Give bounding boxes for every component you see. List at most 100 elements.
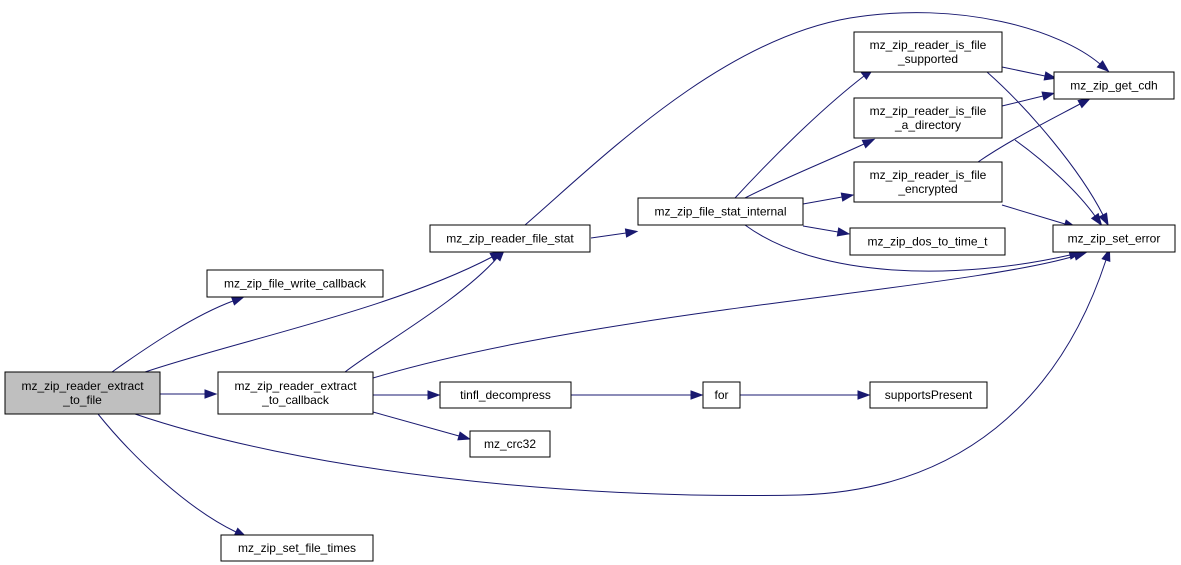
edge-line (977, 103, 1081, 163)
arrow-head (1073, 251, 1087, 261)
edge-extract_cb-to-reader_stat (344, 248, 506, 373)
node-label: mz_zip_reader_is_file (870, 104, 987, 118)
node-label: _supported (897, 52, 958, 66)
node-label: mz_crc32 (484, 437, 536, 451)
arrow-head (230, 296, 245, 306)
edge-line (372, 255, 1076, 379)
edge-extract_cb-to-tinfl (373, 390, 441, 400)
edge-line (97, 413, 237, 533)
arrow-head (457, 431, 472, 441)
node-box[interactable] (220, 534, 374, 562)
node-extract-cb[interactable]: mz_zip_reader_extract_to_callback (217, 371, 374, 415)
node-box[interactable] (217, 371, 374, 415)
node-label: mz_zip_reader_is_file (870, 168, 987, 182)
edge-layer (97, 12, 1111, 538)
node-dos-time[interactable]: mz_zip_dos_to_time_t (849, 227, 1006, 256)
node-box[interactable] (702, 381, 741, 409)
node-box[interactable] (429, 224, 591, 253)
node-label: for (714, 388, 728, 402)
edge-root-to-set_times (97, 413, 248, 538)
edge-line (734, 75, 865, 199)
edge-line (344, 257, 498, 373)
node-box[interactable] (637, 197, 804, 226)
node-label: _to_file (62, 393, 102, 407)
edge-reader_stat-to-get_cdh (524, 12, 1110, 226)
node-reader-stat[interactable]: mz_zip_reader_file_stat (429, 224, 591, 253)
edge-line (744, 143, 865, 199)
node-for[interactable]: for (702, 381, 741, 409)
node-label: mz_zip_file_write_callback (224, 277, 367, 291)
edge-for-to-supports (740, 390, 871, 400)
node-box[interactable] (469, 430, 551, 458)
edge-is_supported-to-get_cdh (1001, 66, 1058, 81)
edge-line (590, 232, 627, 239)
node-label: mz_zip_file_stat_internal (654, 205, 786, 219)
node-write-cb[interactable]: mz_zip_file_write_callback (206, 269, 384, 298)
arrow-head (1041, 91, 1056, 101)
node-tinfl[interactable]: tinfl_decompress (439, 381, 572, 409)
node-label: mz_zip_reader_extract (21, 379, 144, 393)
node-box[interactable] (206, 269, 384, 298)
node-label: _a_directory (894, 118, 961, 132)
node-label: mz_zip_reader_is_file (870, 38, 987, 52)
arrow-head (840, 192, 855, 202)
node-label: mz_zip_set_file_times (238, 541, 356, 555)
node-box[interactable] (1052, 224, 1176, 253)
node-label: _to_callback (261, 393, 330, 407)
edge-line (744, 224, 1071, 272)
edge-root-to-write_cb (111, 296, 245, 373)
edge-line (1001, 66, 1046, 77)
arrow-head (624, 228, 639, 238)
edge-root-to-extract_cb (155, 389, 218, 399)
edge-line (134, 259, 1107, 497)
arrow-head (1098, 212, 1109, 227)
edge-extract_cb-to-set_error (372, 251, 1087, 379)
node-box[interactable] (4, 371, 161, 415)
edge-line (524, 12, 1101, 226)
node-is-dir[interactable]: mz_zip_reader_is_file_a_directory (853, 97, 1003, 139)
arrow-head (861, 138, 876, 149)
node-set-times[interactable]: mz_zip_set_file_times (220, 534, 374, 562)
edge-is_enc-to-set_error (1001, 204, 1077, 229)
edge-is_enc-to-get_cdh (977, 98, 1091, 163)
node-label: mz_zip_reader_file_stat (446, 232, 574, 246)
node-box[interactable] (853, 161, 1003, 203)
arrow-head (204, 389, 218, 399)
node-is-enc[interactable]: mz_zip_reader_is_file_encrypted (853, 161, 1003, 203)
edge-line (372, 411, 460, 437)
edge-stat_internal-to-is_supported (734, 68, 874, 199)
edge-line (802, 225, 839, 233)
edge-is_supported-to-set_error (986, 71, 1109, 227)
edge-line (111, 300, 234, 373)
arrow-head (1077, 98, 1091, 109)
node-get-cdh[interactable]: mz_zip_get_cdh (1053, 71, 1175, 100)
node-supports[interactable]: supportsPresent (869, 381, 988, 409)
arrow-head (1043, 71, 1058, 81)
node-label: supportsPresent (885, 388, 973, 402)
edge-stat_internal-to-is_dir (744, 138, 876, 199)
node-label: mz_zip_reader_extract (234, 379, 357, 393)
edge-reader_stat-to-stat_internal (590, 228, 639, 239)
arrow-head (690, 390, 704, 400)
node-label: _encrypted (897, 182, 957, 196)
arrow-head (1096, 60, 1110, 73)
node-root[interactable]: mz_zip_reader_extract_to_file (4, 371, 161, 415)
node-crc32[interactable]: mz_crc32 (469, 430, 551, 458)
node-is-supported[interactable]: mz_zip_reader_is_file_supported (853, 31, 1003, 73)
node-label: tinfl_decompress (460, 388, 551, 402)
edge-stat_internal-to-is_enc (802, 192, 855, 205)
edge-line (1014, 139, 1096, 217)
node-box[interactable] (869, 381, 988, 409)
arrow-head (1090, 212, 1103, 227)
node-box[interactable] (849, 227, 1006, 256)
node-box[interactable] (1053, 71, 1175, 100)
edge-line (802, 196, 843, 205)
node-stat-internal[interactable]: mz_zip_file_stat_internal (637, 197, 804, 226)
edge-extract_cb-to-crc32 (372, 411, 472, 441)
node-box[interactable] (853, 97, 1003, 139)
node-layer: mz_zip_reader_extract_to_filemz_zip_file… (4, 31, 1176, 562)
node-set-error[interactable]: mz_zip_set_error (1052, 224, 1176, 253)
node-box[interactable] (853, 31, 1003, 73)
node-box[interactable] (439, 381, 572, 409)
